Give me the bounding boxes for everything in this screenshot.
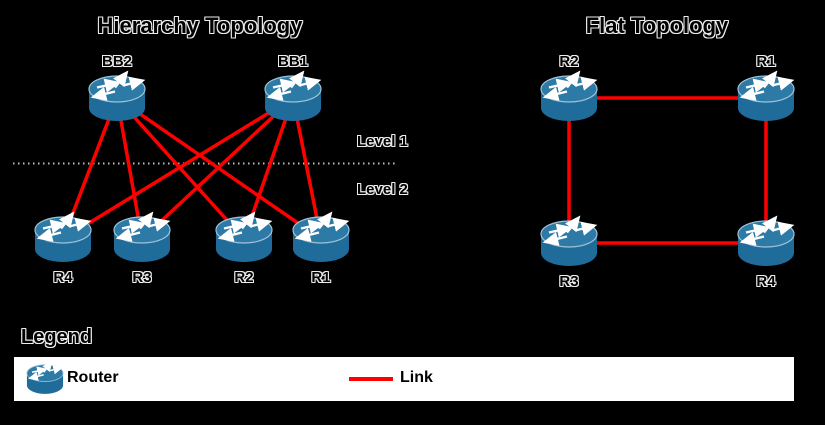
router-icon (25, 360, 65, 398)
flat-topology-title: Flat Topology (585, 13, 729, 38)
hierarchy-topology-title: Hierarchy Topology (97, 13, 303, 38)
flat-router-label-R4: R4 (756, 273, 776, 290)
hierarchy-router-icon-R1 (293, 217, 349, 262)
hierarchy-router-icon-R3 (114, 217, 170, 262)
flat-router-label-R2: R2 (559, 53, 579, 70)
hierarchy-link-BB1-R4 (62, 96, 294, 241)
flat-router-label-R1: R1 (756, 53, 776, 70)
routers-layer (35, 76, 794, 266)
hierarchy-link-BB1-R2 (242, 97, 295, 240)
hierarchy-router-label-BB2: BB2 (101, 53, 133, 70)
flat-router-icon-R1 (738, 76, 794, 121)
links-layer (61, 96, 768, 245)
flat-router-icon-R4 (738, 221, 794, 266)
legend-title: Legend (21, 326, 93, 348)
hierarchy-link-BB2-R4 (61, 97, 119, 240)
hierarchy-router-icon-BB1 (265, 76, 321, 121)
legend-router-label: Router (67, 369, 119, 386)
hierarchy-router-icon-R2 (216, 217, 272, 262)
link-line-sample (349, 377, 393, 381)
flat-router-icon-R2 (541, 76, 597, 121)
level-1-label: Level 1 (357, 133, 408, 150)
hierarchy-link-BB1-R1 (291, 97, 323, 240)
legend-link-label: Link (400, 369, 433, 386)
flat-router-icon-R3 (541, 221, 597, 266)
level-2-label: Level 2 (357, 181, 408, 198)
hierarchy-link-BB1-R3 (140, 96, 295, 241)
hierarchy-router-icon-BB2 (89, 76, 145, 121)
hierarchy-router-label-R1: R1 (311, 269, 331, 286)
hierarchy-link-BB2-R3 (115, 97, 144, 240)
flat-router-label-R3: R3 (559, 273, 579, 290)
hierarchy-router-label-R3: R3 (132, 269, 152, 286)
hierarchy-router-icon-R4 (35, 217, 91, 262)
hierarchy-router-label-BB1: BB1 (277, 53, 309, 70)
hierarchy-router-label-R4: R4 (53, 269, 73, 286)
hierarchy-router-label-R2: R2 (234, 269, 254, 286)
legend-bar: Router Link (14, 357, 794, 401)
